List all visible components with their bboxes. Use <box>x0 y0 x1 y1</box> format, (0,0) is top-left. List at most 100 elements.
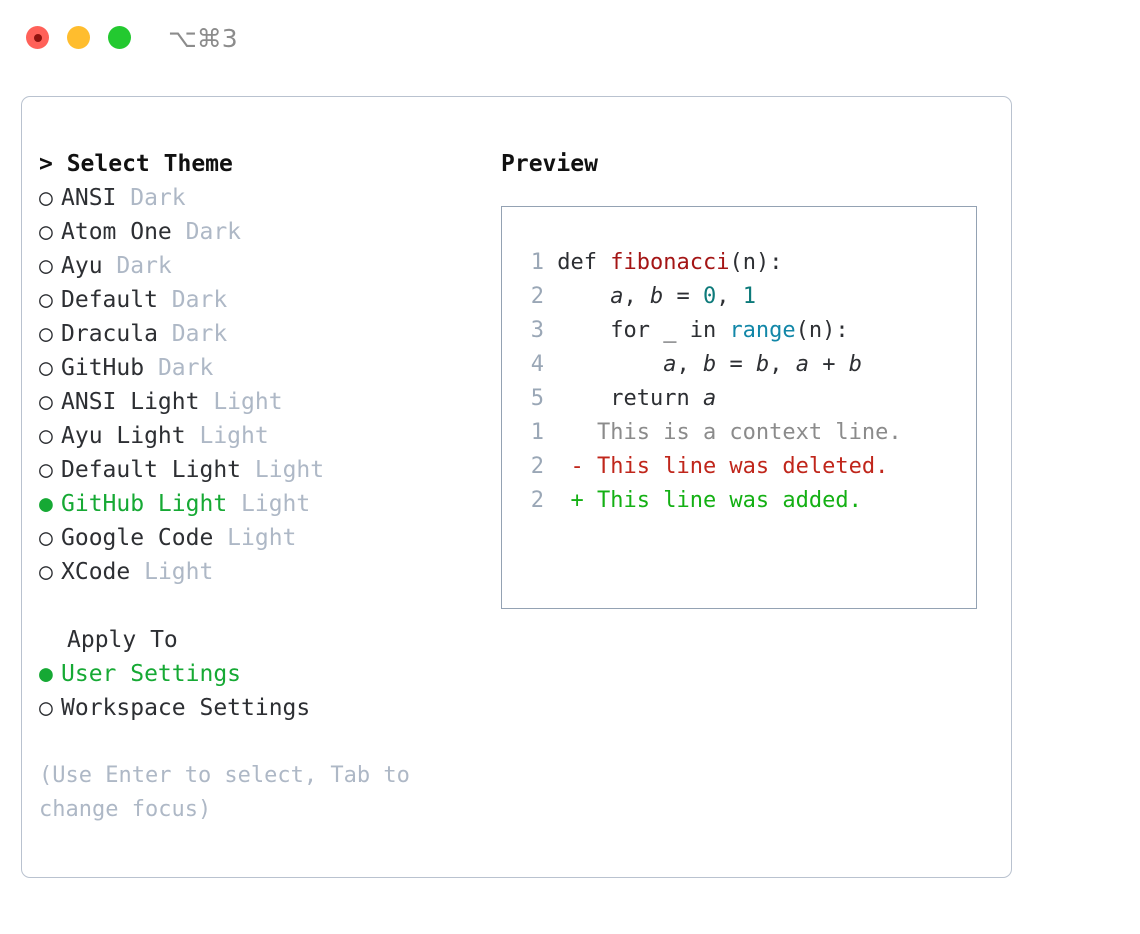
apply-to-list[interactable]: ● User Settings ○ Workspace Settings <box>39 657 479 725</box>
diff-text: + This line was added. <box>544 488 862 513</box>
theme-variant-tag: Light <box>241 491 311 517</box>
code-line: 4 a, b = b, a + b <box>520 348 862 382</box>
code-token: b <box>848 352 862 377</box>
theme-list-item[interactable]: ○ Ayu Dark <box>39 249 479 283</box>
line-number: 4 <box>530 352 544 377</box>
theme-variant-tag: Dark <box>157 355 214 381</box>
theme-variant-tag: Light <box>213 389 283 415</box>
theme-name: GitHub <box>61 355 158 381</box>
apply-to-label: User Settings <box>61 661 242 687</box>
line-number: 2 <box>530 454 544 479</box>
code-token: , <box>716 284 743 309</box>
radio-unselected-icon: ○ <box>39 355 53 381</box>
code-token: fibonacci <box>610 250 730 275</box>
theme-list-item[interactable]: ● GitHub Light Light <box>39 487 479 521</box>
gutter-space <box>544 386 557 411</box>
radio-unselected-icon: ○ <box>39 695 53 721</box>
code-token: a <box>663 352 677 377</box>
radio-unselected-icon: ○ <box>39 321 53 347</box>
theme-variant-tag: Light <box>254 457 325 483</box>
radio-unselected-icon: ○ <box>39 389 53 415</box>
theme-variant-tag: Light <box>227 525 297 551</box>
theme-list-item[interactable]: ○ GitHub Dark <box>39 351 479 385</box>
code-token: def <box>557 250 611 275</box>
theme-list-item[interactable]: ○ Default Light Light <box>39 453 479 487</box>
line-number: 1 <box>530 420 544 445</box>
title-bar: ⌥⌘3 <box>0 0 1140 78</box>
code-token: 1 <box>742 284 756 309</box>
theme-name: Default Light <box>61 457 255 483</box>
apply-to-heading: Apply To <box>67 627 178 653</box>
code-token: a <box>610 284 624 309</box>
code-token: , <box>623 284 650 309</box>
spacer <box>39 589 479 623</box>
theme-name: ANSI Light <box>61 389 214 415</box>
line-number: 5 <box>530 386 544 411</box>
code-token: b <box>755 352 770 377</box>
maximize-window-icon[interactable] <box>108 26 131 49</box>
theme-list-item[interactable]: ○ Atom One Dark <box>39 215 479 249</box>
code-token <box>557 284 610 309</box>
theme-selection-column: > Select Theme ○ANSI Dark○Atom One Dark○… <box>39 147 479 827</box>
line-number: 1 <box>530 250 544 275</box>
theme-name: Google Code <box>61 525 228 551</box>
code-token: (n): <box>795 318 849 343</box>
radio-unselected-icon: ○ <box>39 559 53 585</box>
radio-unselected-icon: ○ <box>39 457 53 483</box>
theme-name: ANSI <box>61 185 131 211</box>
diff-line: 2 - This line was deleted. <box>520 450 902 484</box>
theme-list-item[interactable]: ○XCode Light <box>39 555 479 589</box>
line-number: 3 <box>530 318 544 343</box>
apply-to-label: Workspace Settings <box>61 695 311 721</box>
code-token: = <box>716 352 756 377</box>
theme-name: Default <box>61 287 172 313</box>
line-number: 2 <box>530 488 544 513</box>
code-token: + <box>808 352 849 377</box>
code-token: range <box>729 318 796 343</box>
close-window-icon[interactable] <box>26 26 49 49</box>
radio-selected-icon: ● <box>39 661 53 687</box>
preview-column: Preview 1 def fibonacci(n):2 a, b = 0, 1… <box>501 147 991 609</box>
radio-unselected-icon: ○ <box>39 253 53 279</box>
minimize-window-icon[interactable] <box>67 26 90 49</box>
radio-unselected-icon: ○ <box>39 287 53 313</box>
code-token: a <box>702 386 717 411</box>
code-token: a <box>795 352 809 377</box>
theme-name: Ayu <box>61 253 117 279</box>
gutter-space <box>544 352 557 377</box>
code-line: 5 return a <box>520 382 862 416</box>
apply-to-option[interactable]: ○ Workspace Settings <box>39 691 479 725</box>
theme-list-item[interactable]: ○Dracula Dark <box>39 317 479 351</box>
keyboard-shortcut-label: ⌥⌘3 <box>168 24 238 53</box>
radio-unselected-icon: ○ <box>39 219 53 245</box>
theme-list-item[interactable]: ○ ANSI Light Light <box>39 385 479 419</box>
code-token: (n): <box>729 250 783 275</box>
preview-heading: Preview <box>501 151 598 177</box>
code-token: b <box>649 284 664 309</box>
theme-name: Atom One <box>61 219 186 245</box>
theme-variant-tag: Dark <box>185 219 242 245</box>
radio-selected-icon: ● <box>39 491 53 517</box>
diff-line: 1 This is a context line. <box>520 416 902 450</box>
gutter-space <box>544 250 557 275</box>
diff-line: 2 + This line was added. <box>520 484 902 518</box>
help-hint-text: (Use Enter to select, Tab to change focu… <box>39 763 410 822</box>
theme-list-item[interactable]: ○Google Code Light <box>39 521 479 555</box>
theme-name: GitHub Light <box>61 491 242 517</box>
theme-variant-tag: Dark <box>116 253 172 279</box>
code-token: , <box>769 352 796 377</box>
theme-list-item[interactable]: ○ANSI Dark <box>39 181 479 215</box>
apply-to-option[interactable]: ● User Settings <box>39 657 479 691</box>
traffic-lights <box>26 26 131 49</box>
theme-variant-tag: Light <box>199 423 269 449</box>
theme-list-item[interactable]: ○ Default Dark <box>39 283 479 317</box>
theme-name: Ayu Light <box>61 423 200 449</box>
gutter-space <box>544 284 557 309</box>
theme-variant-tag: Dark <box>171 287 228 313</box>
theme-list-item[interactable]: ○Ayu Light Light <box>39 419 479 453</box>
theme-variant-tag: Light <box>144 559 214 585</box>
theme-variant-tag: Dark <box>130 185 186 211</box>
theme-list[interactable]: ○ANSI Dark○Atom One Dark○Ayu Dark○Defaul… <box>39 181 479 589</box>
theme-name: Dracula <box>61 321 172 347</box>
